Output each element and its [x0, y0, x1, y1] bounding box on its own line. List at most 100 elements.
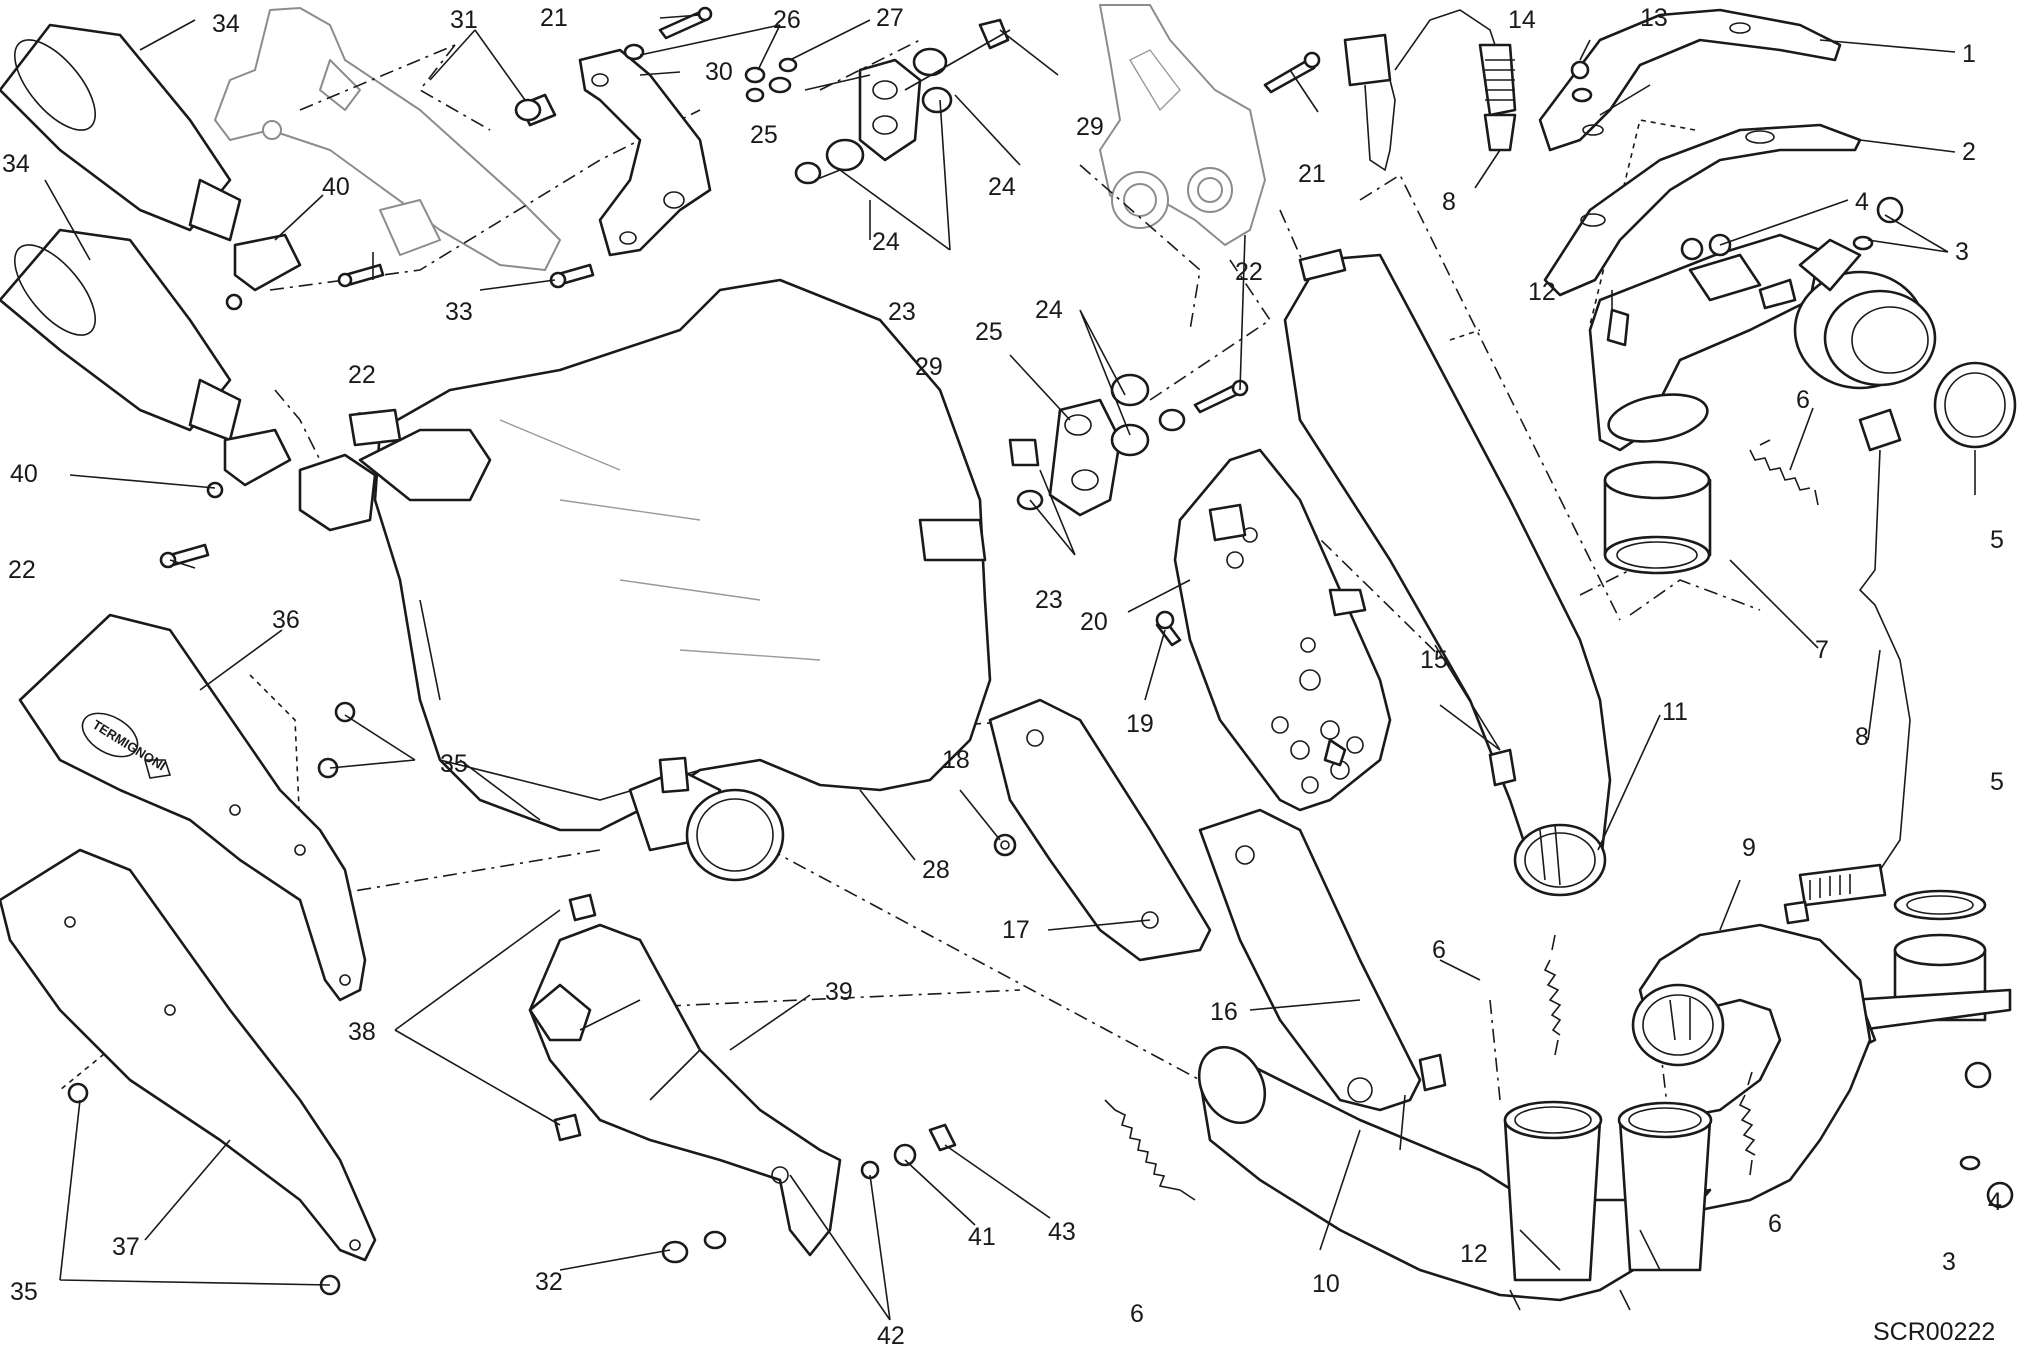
- bolt-21-right: [1263, 51, 1321, 94]
- callout-3-bottom: 3: [1942, 1248, 1956, 1276]
- callout-41: 41: [968, 1223, 996, 1251]
- end-cap-lower: [0, 228, 242, 442]
- front-pipe-upper: [1588, 233, 1937, 575]
- callout-3-top: 3: [1955, 238, 1969, 266]
- callout-9: 9: [1742, 834, 1756, 862]
- callout-4-bottom: 4: [1988, 1188, 2002, 1216]
- spring-bottom-right: [1738, 1071, 1756, 1176]
- callout-22-upper: 22: [348, 361, 376, 389]
- oxygen-sensor-upper: [1343, 9, 1517, 172]
- callout-34-top: 34: [212, 10, 240, 38]
- callout-7: 7: [1815, 636, 1829, 664]
- callout-40-left: 40: [10, 460, 38, 488]
- heat-shield-upper: [1538, 8, 1842, 152]
- clip-top: [1606, 308, 1630, 347]
- bolt-21-top: [658, 6, 713, 40]
- callout-33: 33: [445, 298, 473, 326]
- bolt-washer-top: [1570, 60, 1904, 257]
- end-cap-upper: [0, 23, 242, 242]
- callout-1: 1: [1962, 40, 1976, 68]
- callout-29-top: 29: [1076, 113, 1104, 141]
- muffler-main: [298, 278, 992, 882]
- callout-6-right: 6: [1768, 1210, 1782, 1238]
- collector-pipe: [1197, 1045, 1713, 1311]
- callout-11: 11: [1662, 698, 1688, 726]
- callout-24-top: 24: [988, 173, 1016, 201]
- callout-22-left: 22: [8, 556, 36, 584]
- washer-26-27: [623, 43, 798, 84]
- bolt-19: [1155, 610, 1182, 647]
- bracket-30: [578, 48, 712, 257]
- callout-labels: 1 2 3 3 4 4 5 5 6 6 6 6 7 8 8 9 10 11 12…: [2, 4, 2004, 1350]
- callout-38: 38: [348, 1018, 376, 1046]
- heat-shield-lower: [1543, 123, 1862, 297]
- swingarm-frame: [1099, 4, 1266, 246]
- callout-30: 30: [705, 58, 733, 86]
- callout-27: 27: [876, 4, 904, 32]
- callout-23-mid: 23: [1035, 586, 1063, 614]
- callout-5-top: 5: [1990, 526, 2004, 554]
- callout-24-mid: 24: [872, 228, 900, 256]
- bolt-22-upper: [337, 263, 385, 288]
- callout-12-bottom: 12: [1460, 1240, 1488, 1268]
- callout-6-left: 6: [1130, 1300, 1144, 1328]
- bolt-22-right: [1193, 379, 1249, 414]
- callout-12-top: 12: [1528, 278, 1556, 306]
- callout-43: 43: [1048, 1218, 1076, 1246]
- clip-12-lower: [1418, 1053, 1447, 1092]
- callout-22-right: 22: [1235, 258, 1263, 286]
- callout-15: 15: [1420, 646, 1448, 674]
- callout-35-bottom: 35: [10, 1278, 38, 1306]
- callout-31: 31: [450, 6, 478, 34]
- callout-34-left: 34: [2, 150, 30, 178]
- heat-shield-16: [1198, 808, 1422, 1112]
- callout-4-top: 4: [1855, 188, 1869, 216]
- callout-36: 36: [272, 606, 300, 634]
- callout-40-top: 40: [322, 173, 350, 201]
- callout-8-bottom: 8: [1855, 723, 1869, 751]
- callout-21-right: 21: [1298, 160, 1326, 188]
- callout-29-mid: 29: [915, 353, 943, 381]
- callout-24-center: 24: [1035, 296, 1063, 324]
- clamp-40-upper: [225, 233, 302, 311]
- callout-8-top: 8: [1442, 188, 1456, 216]
- spring-middle: [1543, 934, 1562, 1056]
- heat-guard-36: TERMIGNONI: [18, 613, 367, 1002]
- callout-42: 42: [877, 1322, 905, 1350]
- leader-lines: [44, 14, 1976, 1321]
- callout-37: 37: [112, 1233, 140, 1261]
- callout-35-mid: 35: [440, 750, 468, 778]
- callout-21-top: 21: [540, 4, 568, 32]
- spring-bottom-left: [1104, 1099, 1196, 1201]
- heat-guard-37: [0, 848, 377, 1296]
- callout-6-top: 6: [1796, 386, 1810, 414]
- callout-16: 16: [1210, 998, 1238, 1026]
- bolt-33: [549, 263, 595, 289]
- oxygen-sensor-lower: [1783, 408, 1911, 925]
- header-pipe-front: [1283, 248, 1612, 897]
- callout-20: 20: [1080, 608, 1108, 636]
- spacer-31: [514, 93, 557, 127]
- callout-19: 19: [1126, 710, 1154, 738]
- callout-28: 28: [922, 856, 950, 884]
- clamp-40-lower: [206, 428, 292, 499]
- callout-5-bottom: 5: [1990, 768, 2004, 796]
- callout-25-top: 25: [750, 121, 778, 149]
- callout-39: 39: [825, 978, 853, 1006]
- subframe-bracket: [214, 7, 561, 271]
- callout-18: 18: [942, 746, 970, 774]
- callout-32: 32: [535, 1268, 563, 1296]
- bolt-22-left: [159, 543, 210, 569]
- spring-top-right: [1749, 439, 1819, 506]
- drawing-code: SCR00222: [1873, 1318, 1995, 1346]
- callout-25-mid: 25: [975, 318, 1003, 346]
- callout-23-top: 23: [888, 298, 916, 326]
- callout-6-mid: 6: [1432, 936, 1446, 964]
- callout-13: 13: [1640, 4, 1668, 32]
- heat-shield-20: [1173, 448, 1392, 812]
- gasket-ring-upper: [1933, 361, 2017, 449]
- rubber-mount-middle: [1008, 373, 1186, 517]
- callout-2: 2: [1962, 138, 1976, 166]
- callout-17: 17: [1002, 916, 1030, 944]
